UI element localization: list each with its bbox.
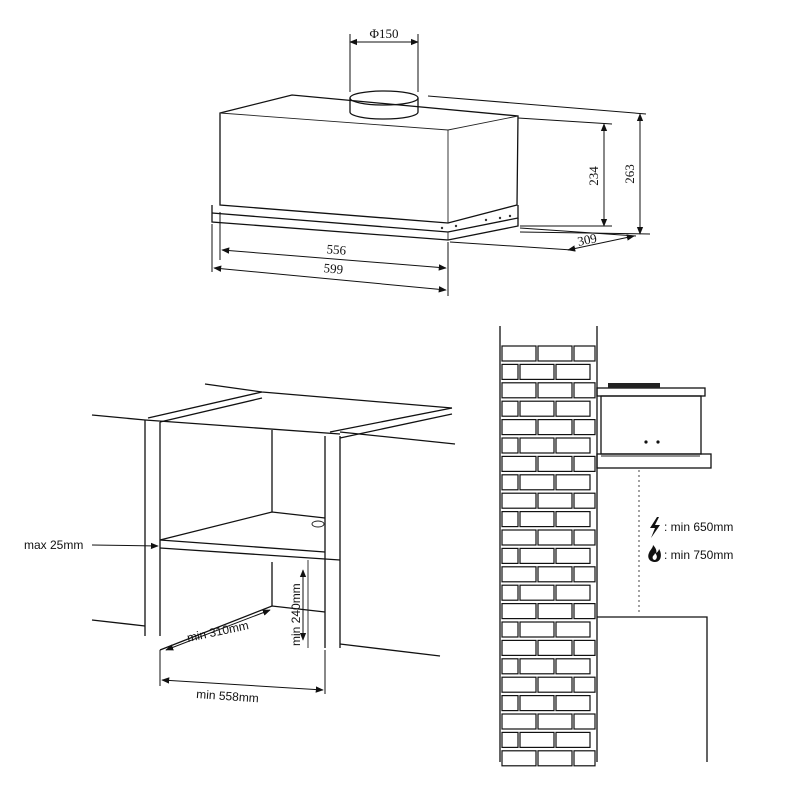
brick <box>501 345 537 362</box>
brick <box>501 713 537 730</box>
flame-icon <box>648 545 661 562</box>
brick <box>537 639 573 657</box>
dim-height-body-label: 234 <box>586 166 601 186</box>
clearance-gas-label: : min 750mm <box>664 548 733 562</box>
brick <box>501 474 519 491</box>
brick <box>573 676 596 693</box>
hood-side-view <box>596 383 712 469</box>
brick <box>519 437 555 454</box>
brick <box>555 474 591 491</box>
brick <box>519 400 555 417</box>
brick <box>573 750 596 767</box>
brick <box>501 455 537 472</box>
brick <box>573 382 596 399</box>
brick <box>519 621 555 638</box>
lightning-icon <box>650 517 660 538</box>
dim-min-height-label: min 240mm <box>289 583 303 646</box>
brick <box>519 584 555 601</box>
dim-width-outer-label: 599 <box>323 260 344 277</box>
brick <box>573 529 596 546</box>
dim-height-total-label: 263 <box>622 164 637 184</box>
brick <box>555 363 591 380</box>
brick <box>573 602 596 620</box>
brick <box>537 345 573 362</box>
brick <box>501 437 519 454</box>
brick <box>501 511 519 528</box>
brick <box>537 419 573 436</box>
brick <box>573 566 596 583</box>
brick <box>501 658 519 675</box>
brick <box>537 750 573 767</box>
brick <box>537 492 573 509</box>
brick <box>573 713 596 730</box>
brick <box>501 676 537 693</box>
brick <box>555 400 591 417</box>
brick <box>537 602 573 620</box>
wall-clearance-view: : min 650mm : min 750mm <box>499 326 733 767</box>
brick <box>519 363 555 380</box>
brick-wall <box>501 345 596 767</box>
dim-min-depth-label: min 310mm <box>186 618 250 645</box>
dim-depth-label: 309 <box>576 230 598 249</box>
brick <box>555 547 591 565</box>
brick <box>537 676 573 693</box>
brick <box>537 566 573 583</box>
brick <box>519 731 555 749</box>
brick <box>501 750 537 767</box>
brick <box>501 621 519 638</box>
brick <box>573 492 596 509</box>
brick <box>519 547 555 565</box>
brick <box>501 363 519 380</box>
brick <box>501 419 537 436</box>
dim-duct-label: Φ150 <box>369 26 398 41</box>
brick <box>501 566 537 583</box>
dim-width-inner-label: 556 <box>326 241 347 258</box>
clearance-electric-label: : min 650mm <box>664 520 733 534</box>
cabinet-cutout-view: max 25mm min 310mm min 240mm min 558mm <box>24 383 456 705</box>
brick <box>555 511 591 528</box>
brick <box>573 345 596 362</box>
brick <box>501 584 519 601</box>
brick <box>501 492 537 509</box>
brick <box>555 584 591 601</box>
brick <box>555 694 591 712</box>
brick <box>555 437 591 454</box>
brick <box>501 382 537 399</box>
dim-min-width-label: min 558mm <box>196 687 260 705</box>
brick <box>519 694 555 712</box>
dim-max-gap-label: max 25mm <box>24 538 83 552</box>
brick <box>555 658 591 675</box>
brick <box>501 731 519 749</box>
brick <box>573 419 596 436</box>
brick <box>519 658 555 675</box>
brick <box>537 529 573 546</box>
brick <box>501 400 519 417</box>
brick <box>501 547 519 565</box>
brick <box>501 694 519 712</box>
brick <box>537 382 573 399</box>
brick <box>501 639 537 657</box>
brick <box>573 455 596 472</box>
duct-collar <box>349 90 419 120</box>
hood-dimension-view: Φ150 556 599 234 263 309 <box>211 26 651 296</box>
brick <box>519 511 555 528</box>
brick <box>519 474 555 491</box>
brick <box>555 731 591 749</box>
brick <box>555 621 591 638</box>
brick <box>501 602 537 620</box>
brick <box>501 529 537 546</box>
brick <box>537 455 573 472</box>
brick <box>573 639 596 657</box>
brick <box>537 713 573 730</box>
